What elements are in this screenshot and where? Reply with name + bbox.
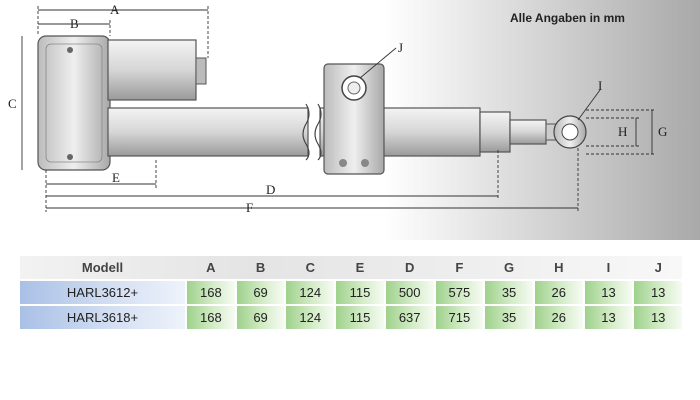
mounting-bracket — [323, 63, 385, 175]
label-c: C — [8, 96, 17, 111]
spec-table: Modell A B C E D F G H I J HARL3612+ 168… — [20, 256, 683, 329]
label-d: D — [266, 182, 275, 197]
motor — [107, 39, 207, 101]
column-header: A — [206, 260, 216, 275]
value-cell: 69 — [236, 281, 285, 304]
column-header: J — [654, 260, 662, 275]
piston-rod — [479, 111, 547, 153]
rod-eye — [545, 115, 587, 149]
value-cell: 35 — [485, 281, 533, 304]
column-header-model: Modell — [81, 260, 124, 275]
value-cell: 69 — [236, 306, 285, 329]
value-cell: 35 — [485, 306, 533, 329]
label-a: A — [110, 2, 120, 17]
model-cell: HARL3618+ — [20, 306, 185, 329]
value-cell: 637 — [385, 306, 434, 329]
gearbox-housing — [37, 35, 111, 171]
actuator-dimension-drawing: A B C E D F G H I J Alle Angaben in mm — [0, 0, 700, 240]
table-header-row: Modell A B C E D F G H I J — [20, 256, 682, 279]
value-cell: 13 — [634, 306, 683, 329]
value-cell: 168 — [187, 281, 235, 304]
units-note: Alle Angaben in mm — [510, 11, 625, 25]
value-cell: 115 — [336, 306, 384, 329]
value-cell: 13 — [584, 306, 633, 329]
value-cell: 124 — [286, 281, 335, 304]
table-row: HARL3618+ 168 69 124 115 637 715 35 26 1… — [20, 306, 683, 329]
column-header: C — [305, 260, 315, 275]
value-cell: 168 — [187, 306, 235, 329]
value-cell: 124 — [286, 306, 335, 329]
dimension-lines — [21, 6, 656, 212]
column-header: D — [404, 260, 415, 275]
value-cell: 13 — [634, 281, 683, 304]
value-cell: 26 — [534, 281, 583, 304]
table-row: HARL3612+ 168 69 124 115 500 575 35 26 1… — [20, 281, 683, 304]
value-cell: 575 — [435, 281, 484, 304]
value-cell: 715 — [435, 306, 484, 329]
column-header: B — [255, 260, 266, 275]
column-header: I — [606, 260, 611, 275]
outer-tube — [107, 103, 481, 161]
label-i: I — [598, 78, 602, 93]
value-cell: 500 — [385, 281, 434, 304]
column-header: E — [355, 260, 365, 275]
label-g: G — [658, 124, 667, 139]
column-header: H — [554, 260, 564, 275]
label-b: B — [70, 16, 79, 31]
column-header: G — [504, 260, 515, 275]
label-e: E — [112, 170, 120, 185]
label-j: J — [398, 40, 403, 55]
model-cell: HARL3612+ — [20, 281, 185, 304]
label-f: F — [246, 200, 253, 215]
column-header: F — [455, 260, 464, 275]
value-cell: 13 — [584, 281, 633, 304]
value-cell: 115 — [336, 281, 384, 304]
label-h: H — [618, 124, 627, 139]
value-cell: 26 — [534, 306, 583, 329]
